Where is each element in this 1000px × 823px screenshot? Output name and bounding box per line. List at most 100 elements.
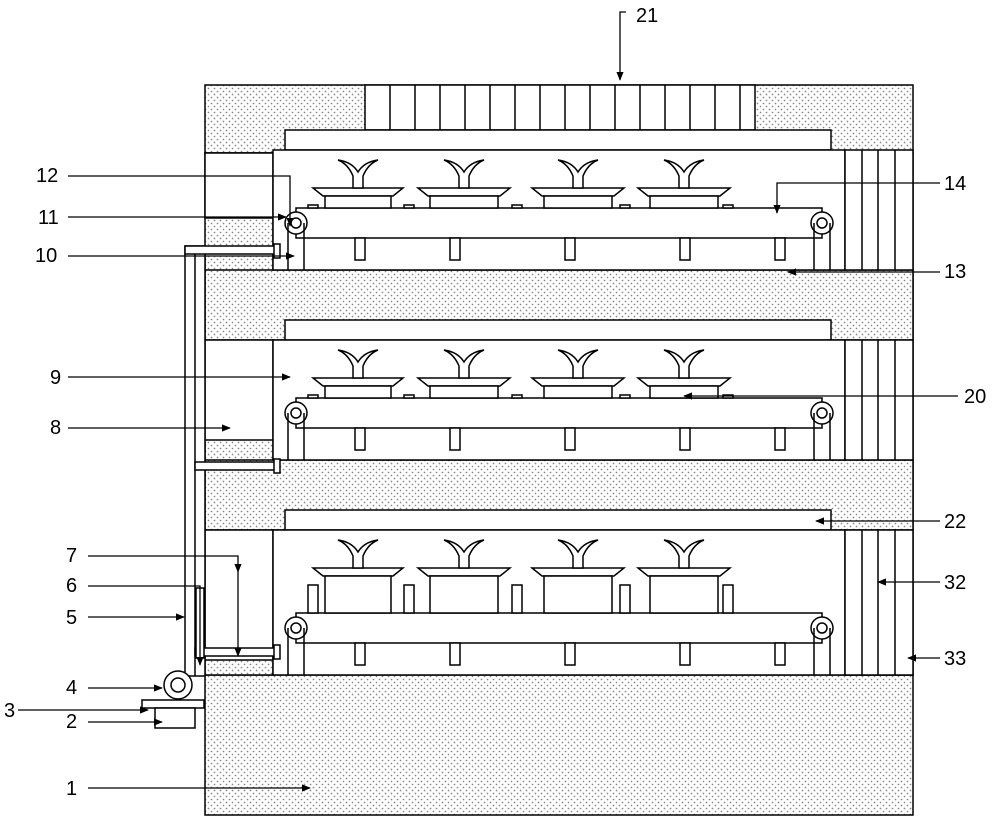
plant-pot-rim bbox=[635, 567, 733, 577]
plant-pot bbox=[543, 385, 613, 399]
support-post bbox=[774, 642, 786, 666]
label-3: 3 bbox=[4, 700, 15, 722]
support-post bbox=[354, 642, 366, 666]
nozzle bbox=[273, 458, 281, 474]
plant-pot bbox=[429, 195, 499, 209]
leader-12 bbox=[68, 175, 294, 227]
seedling bbox=[443, 159, 485, 189]
label-11: 11 bbox=[38, 207, 59, 229]
leader-14 bbox=[773, 182, 940, 214]
plant-pot bbox=[324, 195, 392, 209]
roller-hub bbox=[816, 217, 828, 229]
label-21: 21 bbox=[636, 5, 658, 27]
label-8: 8 bbox=[50, 417, 61, 439]
branch-pipe bbox=[184, 245, 276, 255]
tier-canopy bbox=[284, 319, 832, 341]
support-post bbox=[564, 642, 576, 666]
seedling bbox=[337, 349, 379, 379]
top-vent bbox=[364, 84, 756, 131]
side-louver bbox=[844, 529, 914, 676]
tray-post bbox=[403, 204, 415, 209]
label-14: 14 bbox=[944, 173, 966, 195]
side-louver bbox=[844, 339, 914, 461]
plant-pot bbox=[324, 385, 392, 399]
pump-motor bbox=[154, 707, 196, 729]
support-post bbox=[679, 642, 691, 666]
tray-post bbox=[619, 204, 631, 209]
seedling bbox=[663, 539, 705, 569]
support-post bbox=[774, 237, 786, 261]
support-post bbox=[449, 237, 461, 261]
label-1: 1 bbox=[66, 778, 77, 800]
side-louver bbox=[844, 149, 914, 271]
tray-post bbox=[722, 204, 734, 209]
label-4: 4 bbox=[66, 677, 77, 699]
tray-post bbox=[619, 584, 631, 614]
branch-pipe bbox=[194, 647, 276, 657]
seedling bbox=[557, 349, 599, 379]
conveyor-belt bbox=[295, 207, 823, 239]
roller-hub bbox=[816, 622, 828, 634]
plant-pot bbox=[543, 575, 613, 614]
pump-base-plate bbox=[141, 699, 205, 709]
seedling bbox=[443, 539, 485, 569]
tray-post bbox=[722, 584, 734, 614]
tier-canopy bbox=[284, 129, 832, 151]
roller-hub bbox=[816, 407, 828, 419]
support-post bbox=[564, 427, 576, 451]
leader-7-upper bbox=[88, 555, 242, 573]
tray-post bbox=[619, 394, 631, 399]
plant-pot-rim bbox=[635, 187, 733, 197]
branch-pipe bbox=[194, 461, 276, 471]
tray-post bbox=[307, 394, 319, 399]
left-vent-slot bbox=[204, 152, 274, 219]
label-6: 6 bbox=[66, 575, 77, 597]
plant-pot bbox=[324, 575, 392, 614]
tray-post bbox=[403, 394, 415, 399]
tray-post bbox=[511, 584, 523, 614]
plant-pot-rim bbox=[310, 377, 406, 387]
label-20: 20 bbox=[964, 386, 986, 408]
plant-pot bbox=[543, 195, 613, 209]
seedling bbox=[337, 159, 379, 189]
label-9: 9 bbox=[50, 367, 61, 389]
label-leaders bbox=[18, 11, 958, 792]
support-post bbox=[774, 427, 786, 451]
seedling bbox=[663, 349, 705, 379]
plant-pot-rim bbox=[529, 377, 627, 387]
left-vent-slot bbox=[204, 529, 274, 661]
support-post bbox=[679, 237, 691, 261]
plant-pot-rim bbox=[415, 377, 513, 387]
label-12: 12 bbox=[36, 165, 58, 187]
label-22: 22 bbox=[944, 511, 966, 533]
left-vent-slot bbox=[204, 339, 274, 441]
tray-post bbox=[307, 204, 319, 209]
plant-pot-rim bbox=[635, 377, 733, 387]
nozzle bbox=[273, 243, 281, 259]
seedling bbox=[663, 159, 705, 189]
support-post bbox=[449, 642, 461, 666]
nozzle bbox=[273, 644, 281, 660]
plant-pot-rim bbox=[415, 187, 513, 197]
plant-pot-rim bbox=[310, 567, 406, 577]
plant-pot-rim bbox=[415, 567, 513, 577]
plant-pot bbox=[649, 575, 719, 614]
label-13: 13 bbox=[944, 261, 966, 283]
plant-pot bbox=[429, 385, 499, 399]
tray-post bbox=[511, 204, 523, 209]
roller-hub bbox=[290, 217, 302, 229]
tray-post bbox=[307, 584, 319, 614]
tray-post bbox=[511, 394, 523, 399]
support-post bbox=[679, 427, 691, 451]
leader-6 bbox=[88, 585, 204, 666]
plant-pot-rim bbox=[529, 567, 627, 577]
label-10: 10 bbox=[35, 245, 57, 267]
roller-hub bbox=[290, 407, 302, 419]
label-5: 5 bbox=[66, 607, 77, 629]
seedling bbox=[557, 159, 599, 189]
roller-hub bbox=[290, 622, 302, 634]
support-post bbox=[564, 237, 576, 261]
pump-hub bbox=[170, 677, 186, 693]
